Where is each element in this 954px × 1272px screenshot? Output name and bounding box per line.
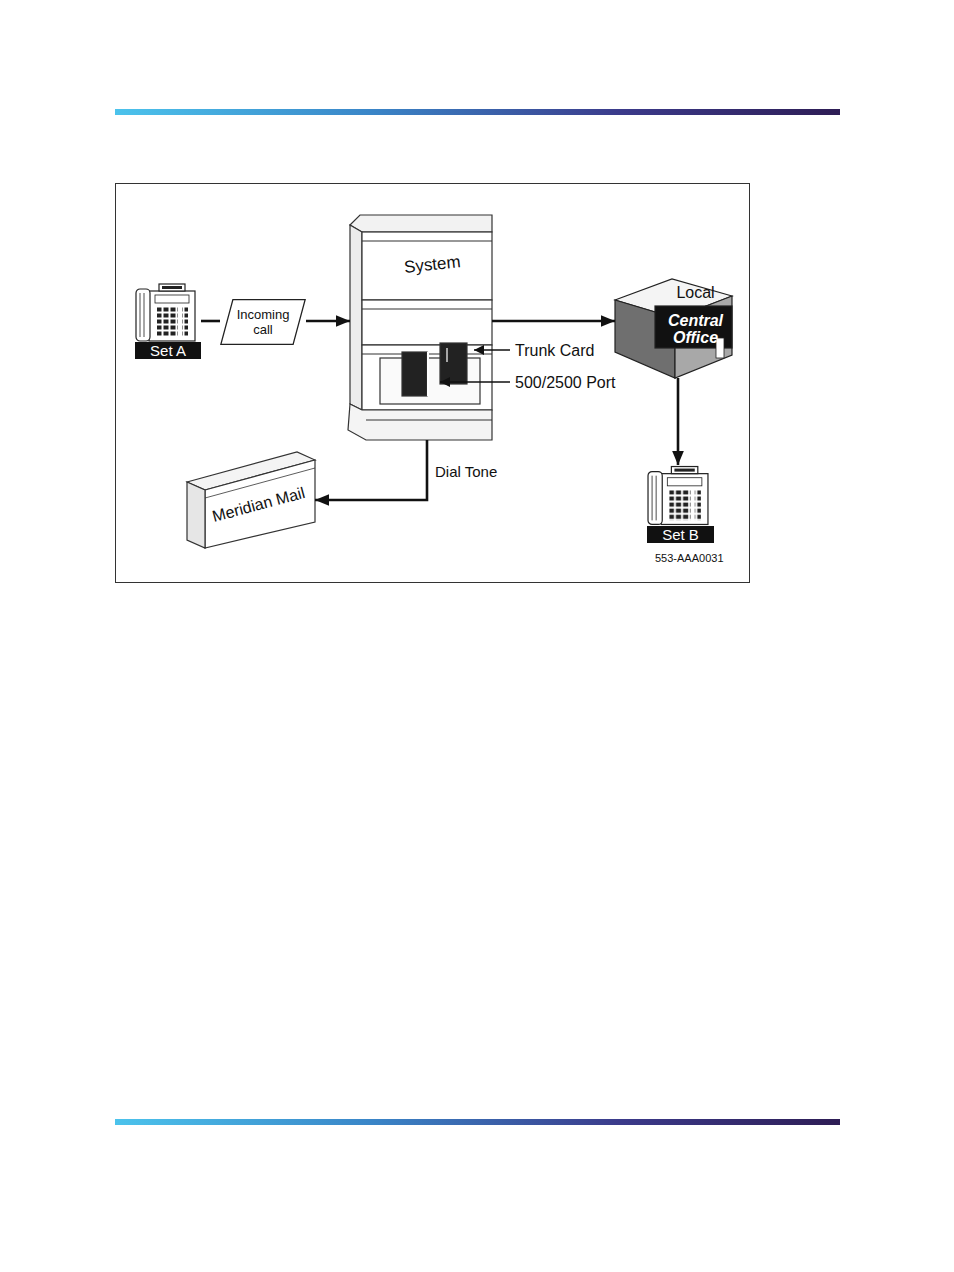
- connector-arrow: [201, 320, 220, 323]
- set-label: Set A: [135, 342, 201, 359]
- connector-arrow: [306, 320, 350, 323]
- telephone-icon: [648, 467, 708, 525]
- input-parallelogram: Incoming call: [220, 299, 306, 345]
- connector-arrow: [492, 320, 615, 323]
- telephone-set: Set B: [647, 465, 714, 545]
- telephone-set: Set A: [135, 283, 201, 361]
- edge-label: Dial Tone: [433, 463, 499, 481]
- figure-number: 553-AAA0031: [655, 552, 724, 565]
- voice-mail-unit: Meridian Mail: [187, 452, 315, 548]
- leader-line: [474, 349, 510, 351]
- figure-frame: [116, 184, 750, 583]
- node-text: Local: [676, 284, 714, 302]
- node-text: Incoming call: [233, 307, 293, 337]
- node-text: System: [403, 252, 461, 278]
- callout-label: Trunk Card: [515, 341, 594, 360]
- telephone-icon: [136, 284, 195, 341]
- parallelogram-shape: [221, 300, 305, 345]
- system-cabinet: System: [350, 215, 492, 440]
- system-cabinet: [348, 215, 492, 440]
- connector-arrow: [315, 440, 427, 500]
- set-label: Set B: [647, 526, 714, 543]
- leader-line: [440, 381, 510, 383]
- callout-label: 500/2500 Port: [515, 373, 616, 392]
- meridian-mail-unit: [187, 452, 315, 548]
- connector-arrow: [677, 378, 680, 465]
- header-bar: [115, 109, 840, 115]
- footer-bar: [115, 1119, 840, 1125]
- node-text: Meridian Mail: [211, 483, 308, 526]
- node-text: Central Office: [657, 312, 734, 346]
- central-office: LocalCentral Office: [615, 278, 736, 378]
